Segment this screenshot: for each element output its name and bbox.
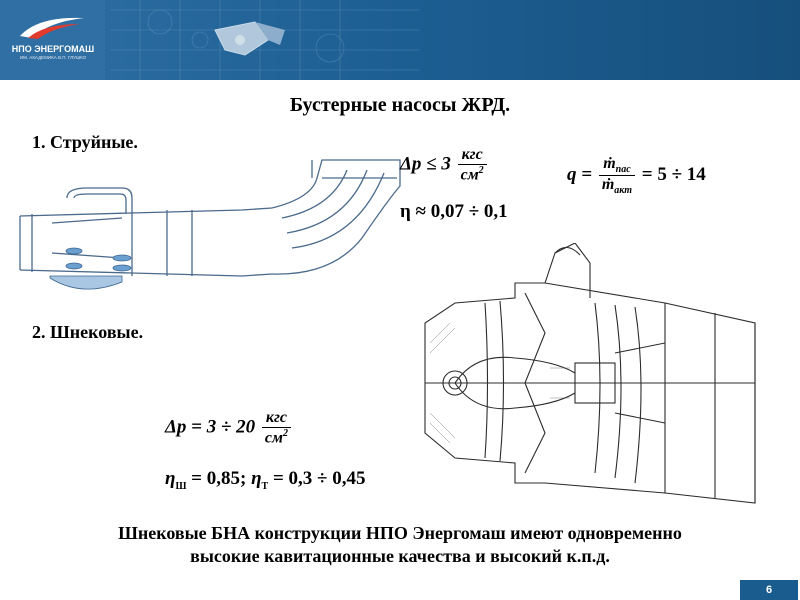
unit-numerator: кгс [457, 146, 487, 165]
section-heading-jet: 1. Струйные. [32, 132, 138, 152]
eta-turbine-value: = 0,3 ÷ 0,45 [268, 468, 366, 489]
slide-title: Бустерные насосы ЖРД. [289, 94, 511, 116]
conclusion-line-1: Шнековые БНА конструкции НПО Энергомаш и… [118, 523, 682, 543]
screw-unit-denominator: см2 [262, 428, 291, 447]
conclusion-note: Шнековые БНА конструкции НПО Энергомаш и… [0, 522, 800, 568]
jet-pump-drawing [12, 158, 402, 303]
eta-screw-sub: Ш [175, 480, 187, 492]
formula-flow-ratio-lhs: q = [567, 164, 593, 186]
page-number: 6 [740, 580, 798, 600]
unit-denominator: см2 [458, 165, 487, 184]
flow-numerator-sub: пас [615, 164, 631, 176]
formula-jet-pressure: Δp ≤ 3 кгс см2 [400, 146, 489, 184]
screw-unit-denominator-text: см [264, 429, 283, 447]
eta-screw-symbol: η [165, 468, 176, 489]
formula-flow-ratio: q = ṁпас ṁакт = 5 ÷ 14 [567, 155, 706, 196]
flow-denominator: ṁакт [599, 176, 635, 196]
formula-flow-ratio-fraction: ṁпас ṁакт [598, 155, 635, 196]
formula-flow-ratio-rhs: = 5 ÷ 14 [641, 164, 706, 186]
header-background [0, 0, 800, 80]
logo-subtitle: ИМ. АКАДЕМИКА В.П. ГЛУШКО [19, 55, 87, 60]
logo-name: НПО ЭНЕРГОМАШ [11, 44, 95, 54]
eta-turbine-sub: Т [261, 480, 269, 492]
header-banner: НПО ЭНЕРГОМАШ ИМ. АКАДЕМИКА В.П. ГЛУШКО [0, 0, 800, 80]
eta-screw-value: = 0,85; [186, 468, 247, 489]
logo-swoosh-icon [20, 17, 84, 39]
formula-screw-pressure-lhs: Δp = 3 ÷ 20 [165, 416, 256, 438]
formula-screw-pressure-unit: кгс см2 [261, 409, 291, 447]
section-heading-screw: 2. Шнековые. [32, 322, 144, 342]
conclusion-line-2: высокие кавитационные качества и высокий… [190, 546, 610, 566]
rocket-engine-icon [214, 21, 285, 56]
company-logo: НПО ЭНЕРГОМАШ ИМ. АКАДЕМИКА В.П. ГЛУШКО [0, 0, 105, 80]
formula-screw-pressure: Δp = 3 ÷ 20 кгс см2 [165, 409, 293, 447]
flow-numerator-symbol: ṁ [603, 155, 616, 172]
screw-unit-exponent: 2 [282, 428, 288, 439]
flow-denominator-sub: акт [614, 185, 632, 197]
formula-screw-efficiency: ηШ = 0,85; ηТ = 0,3 ÷ 0,45 [165, 468, 365, 492]
unit-denominator-text: см [460, 166, 479, 184]
unit-exponent: 2 [478, 165, 484, 176]
eta-turbine-symbol: η [251, 468, 262, 489]
formula-jet-pressure-unit: кгс см2 [457, 146, 487, 184]
flow-denominator-symbol: ṁ [601, 176, 615, 194]
screw-pump-drawing [415, 243, 800, 518]
flow-numerator: ṁпас [598, 155, 635, 177]
screw-unit-numerator: кгс [261, 409, 291, 428]
formula-jet-pressure-lhs: Δp ≤ 3 [400, 153, 451, 175]
formula-jet-efficiency: η ≈ 0,07 ÷ 0,1 [400, 201, 508, 222]
